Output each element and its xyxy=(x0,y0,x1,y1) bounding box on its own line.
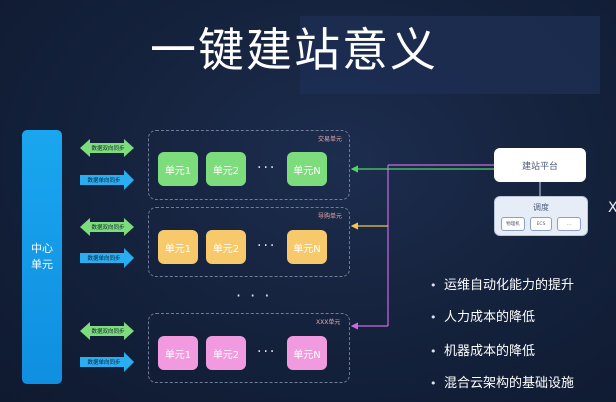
bullet-text: 人力成本的降低 xyxy=(444,310,536,325)
center-unit: 中心 单元 xyxy=(22,130,62,384)
bullet-text: 机器成本的降低 xyxy=(444,344,536,359)
edge-glyph: X xyxy=(608,200,616,216)
unit-cell: 单元2 xyxy=(206,230,246,264)
unit-cell: 单元N xyxy=(287,230,327,264)
bullet-item: •人力成本的降低 xyxy=(430,310,536,325)
unit-cell: 单元2 xyxy=(206,152,246,186)
unit-group-xxx xyxy=(148,313,350,383)
arrow-row-3 xyxy=(80,322,134,372)
arrow-row-1 xyxy=(80,139,134,190)
unit-group-label: XXX单元 xyxy=(316,319,341,326)
arrow-label-bi-2: 数据双向同步 xyxy=(91,225,125,231)
page-title: 一键建站意义 xyxy=(150,23,438,77)
arrow-label-uni-2: 数据单向同步 xyxy=(87,256,121,262)
bullet-item: •混合云架构的基础设施 xyxy=(430,376,575,391)
title-band xyxy=(300,16,600,94)
unit-group-label: 导购单元 xyxy=(318,213,343,220)
schedule-item: ECS xyxy=(530,217,552,231)
unit-ellipsis: ··· xyxy=(257,238,277,254)
schedule-item: ... xyxy=(557,217,581,231)
arrow-label-bi-1: 数据双向同步 xyxy=(91,146,125,152)
unit-cell: 单元2 xyxy=(206,336,246,370)
center-unit-line2: 单元 xyxy=(31,258,53,271)
arrow-label-uni-1: 数据单向同步 xyxy=(87,178,121,184)
unit-group-label: 交易单元 xyxy=(318,136,343,143)
schedule-box: 调度 物理机 ECS ... xyxy=(494,196,588,236)
unit-cell: 单元1 xyxy=(158,336,198,370)
bullet-item: •机器成本的降低 xyxy=(430,344,536,359)
schedule-item: 物理机 xyxy=(501,217,525,231)
schedule-title: 调度 xyxy=(533,203,549,212)
center-unit-line1: 中心 xyxy=(31,242,53,255)
unit-cell: 单元N xyxy=(287,152,327,186)
arrow-label-uni-3: 数据单向同步 xyxy=(87,360,121,366)
unit-ellipsis: ··· xyxy=(257,344,277,360)
unit-cell: 单元1 xyxy=(158,230,198,264)
arrow-row-2 xyxy=(80,218,134,268)
unit-group-trade xyxy=(148,130,350,200)
bullet-text: 运维自动化能力的提升 xyxy=(444,278,575,293)
platform-box: 建站平台 xyxy=(494,148,586,182)
arrow-label-bi-3: 数据双向同步 xyxy=(91,329,125,335)
unit-ellipsis: ··· xyxy=(257,160,277,176)
unit-cell: 单元1 xyxy=(158,152,198,186)
bullet-text: 混合云架构的基础设施 xyxy=(444,376,575,391)
group-ellipsis: · · · xyxy=(236,286,272,305)
bullet-item: •运维自动化能力的提升 xyxy=(430,278,575,293)
unit-cell: 单元N xyxy=(287,336,327,370)
unit-group-guide xyxy=(148,207,350,277)
